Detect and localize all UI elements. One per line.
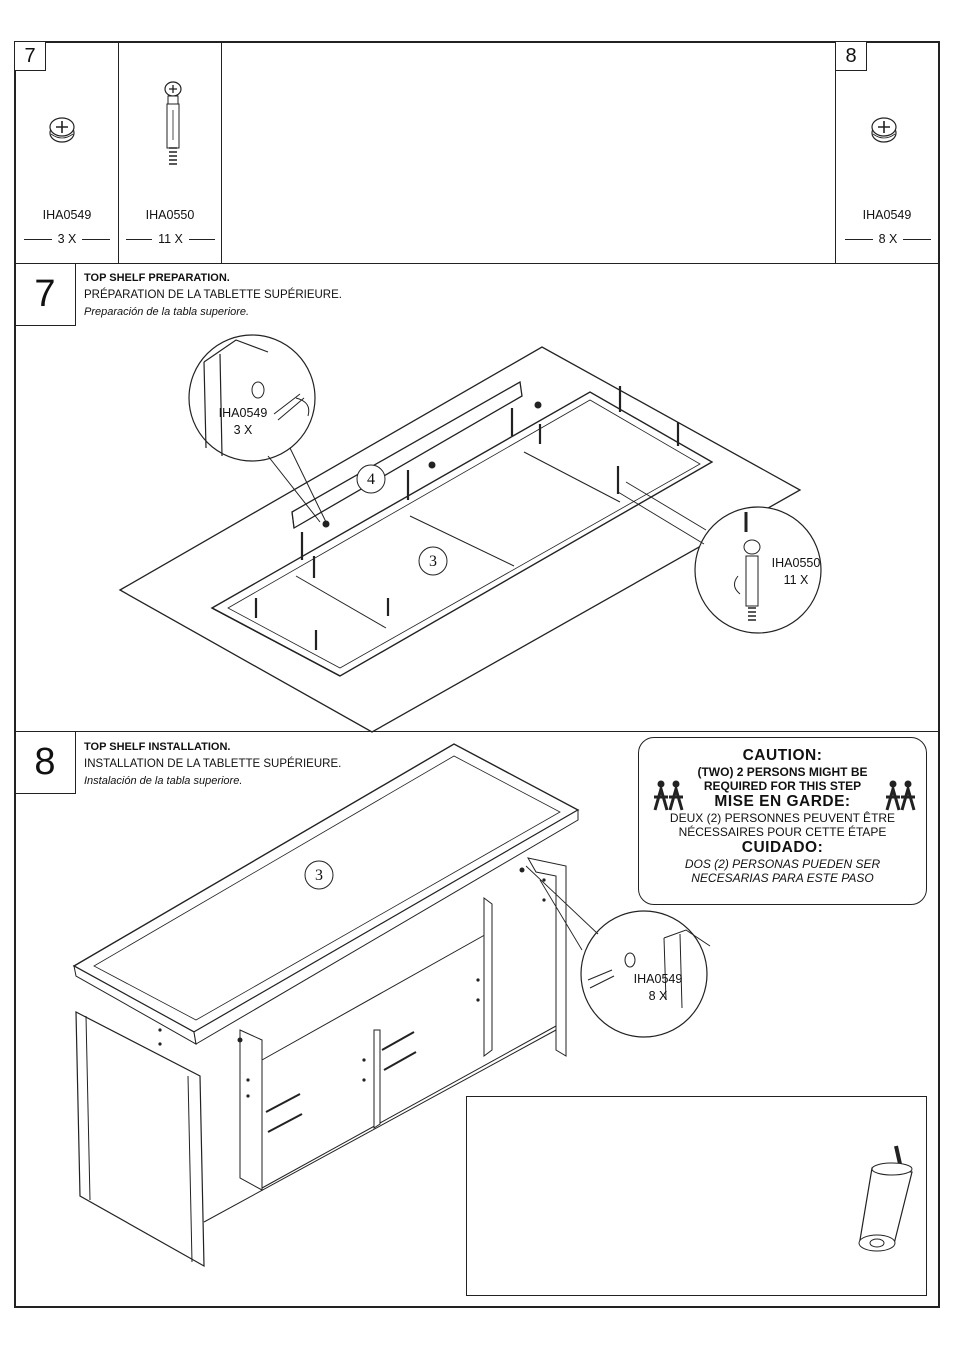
- parts-divider: [835, 41, 836, 263]
- detail-inset: [466, 1096, 927, 1296]
- step-title: TOP SHELF PREPARATION. PRÉPARATION DE LA…: [84, 270, 342, 321]
- part-quantity-text: 3 X: [57, 232, 77, 246]
- panel-label: 4: [367, 471, 375, 488]
- callout-code: IHA0550: [771, 556, 821, 570]
- caution-text: REQUIRED FOR THIS STEP: [703, 779, 862, 793]
- parts-divider: [221, 41, 222, 263]
- title-spanish: Instalación de la tabla superiore.: [84, 775, 243, 787]
- title-spanish: Preparación de la tabla superiore.: [84, 306, 250, 318]
- parts-divider: [14, 263, 940, 264]
- title-french: INSTALLATION DE LA TABLETTE SUPÉRIEURE.: [84, 758, 342, 770]
- caution-text: DEUX (2) PERSONNES PEUVENT ÊTRE: [669, 811, 896, 825]
- callout-part: IHA0549 3 X: [213, 405, 273, 439]
- part-quantity-text: 11 X: [158, 232, 183, 246]
- panel-label: 3: [315, 867, 323, 884]
- caution-heading: MISE EN GARDE:: [714, 793, 851, 810]
- callout-code: IHA0549: [218, 406, 268, 420]
- callout-qty: 3 X: [233, 423, 253, 437]
- parts-divider: [118, 41, 119, 263]
- caution-text: (TWO) 2 PERSONS MIGHT BE: [697, 765, 868, 779]
- part-code: IHA0549: [862, 208, 912, 222]
- caution-heading: CUIDADO:: [741, 839, 824, 856]
- part-quantity: 11 X: [120, 232, 221, 246]
- title-french: PRÉPARATION DE LA TABLETTE SUPÉRIEURE.: [84, 289, 342, 301]
- caution-text: DOS (2) PERSONAS PUEDEN SER: [684, 857, 881, 871]
- title-english: TOP SHELF INSTALLATION.: [84, 741, 231, 753]
- callout-qty: 11 X: [783, 573, 809, 587]
- panel-label: 3: [429, 553, 437, 570]
- two-persons-icon: [885, 780, 916, 811]
- step-number: 8: [15, 732, 76, 794]
- caution-heading: CAUTION:: [742, 747, 823, 764]
- step-title: TOP SHELF INSTALLATION. INSTALLATION DE …: [84, 739, 341, 790]
- part-quantity: 8 X: [837, 232, 939, 246]
- furniture-leg-icon: [858, 1145, 913, 1252]
- cam-lock-icon: [49, 117, 75, 143]
- caution-text: NECESARIAS PARA ESTE PASO: [691, 871, 874, 885]
- step-number: 7: [15, 264, 76, 326]
- cam-lock-icon: [871, 117, 897, 143]
- caution-box: CAUTION: (TWO) 2 PERSONS MIGHT BE REQUIR…: [638, 737, 927, 905]
- parts-step-tag: 7: [15, 42, 46, 71]
- part-quantity-text: 8 X: [878, 232, 898, 246]
- part-quantity: 3 X: [16, 232, 118, 246]
- callout-code: IHA0549: [633, 972, 683, 986]
- two-persons-icon: [653, 780, 684, 811]
- callout-part: IHA0550 11 X: [766, 555, 826, 589]
- callout-part: IHA0549 8 X: [628, 971, 688, 1005]
- caution-text: NÉCESSAIRES POUR CETTE ÉTAPE: [678, 825, 887, 839]
- parts-step-tag: 8: [836, 42, 867, 71]
- callout-qty: 8 X: [648, 989, 668, 1003]
- page-frame: [14, 41, 940, 1308]
- step-divider: [14, 731, 940, 732]
- cam-bolt-icon: [164, 81, 182, 165]
- title-english: TOP SHELF PREPARATION.: [84, 272, 230, 284]
- part-code: IHA0549: [42, 208, 92, 222]
- part-code: IHA0550: [145, 208, 195, 222]
